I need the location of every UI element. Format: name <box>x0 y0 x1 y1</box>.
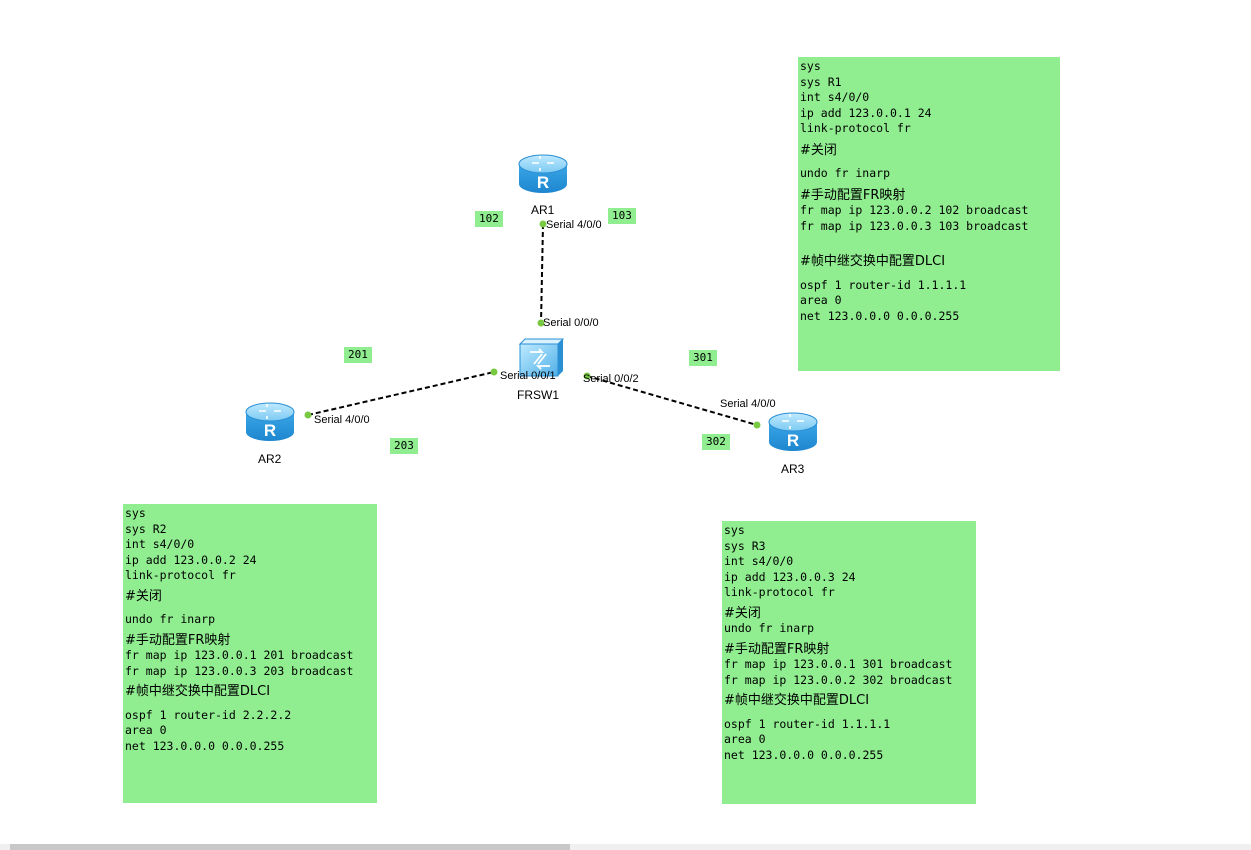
link-ar1-frsw1[interactable] <box>540 223 544 324</box>
config-comment: #关闭 <box>125 588 162 604</box>
config-line: link-protocol fr <box>800 121 911 135</box>
dlci-label-102[interactable]: 102 <box>475 211 503 227</box>
config-line: area 0 <box>125 723 167 737</box>
svg-text:R: R <box>537 173 549 192</box>
port-dot-frsw-s002 <box>583 372 591 380</box>
port-dot-ar3-s400 <box>753 421 761 429</box>
config-line: link-protocol fr <box>125 568 236 582</box>
svg-text:R: R <box>787 431 799 450</box>
scrollbar-thumb[interactable] <box>10 844 570 850</box>
port-dot-ar1-s400 <box>539 220 547 228</box>
config-line: sys <box>125 506 146 520</box>
device-name-ar1: AR1 <box>531 203 555 217</box>
config-line: fr map ip 123.0.0.1 301 broadcast <box>724 657 953 671</box>
config-comment: #手动配置FR映射 <box>800 187 906 203</box>
config-line: area 0 <box>724 732 766 746</box>
device-name-ar3: AR3 <box>781 462 805 476</box>
port-label-ar2-s400: Serial 4/0/0 <box>314 414 370 426</box>
config-line: fr map ip 123.0.0.2 302 broadcast <box>724 672 953 687</box>
config-line: sys R3 <box>724 538 766 553</box>
config-line: net 123.0.0.0 0.0.0.255 <box>800 308 960 323</box>
config-line: int s4/0/0 <box>125 537 195 551</box>
device-name-ar2: AR2 <box>258 452 282 466</box>
port-dot-ar2-s400 <box>304 411 312 419</box>
dlci-label-203[interactable]: 203 <box>390 438 418 454</box>
config-line: ip add 123.0.0.1 24 <box>800 105 932 120</box>
port-label-ar3-s400: Serial 4/0/0 <box>720 398 776 410</box>
config-comment: #手动配置FR映射 <box>125 632 231 648</box>
config-line: net 123.0.0.0 0.0.0.255 <box>125 738 285 753</box>
frame-relay-switch-icon[interactable] <box>518 338 565 377</box>
dlci-label-301[interactable]: 301 <box>689 350 717 366</box>
config-note-r2[interactable]: sys sys R2 int s4/0/0 ip add 123.0.0.2 2… <box>123 504 377 803</box>
config-line: ospf 1 router-id 1.1.1.1 <box>800 277 967 292</box>
config-line: undo fr inarp <box>125 612 216 626</box>
config-comment: #关闭 <box>724 605 761 621</box>
port-label-frsw-s000: Serial 0/0/0 <box>543 317 599 329</box>
router-icon[interactable]: R <box>768 412 818 451</box>
config-line: sys <box>800 59 821 73</box>
config-line: fr map ip 123.0.0.1 201 broadcast <box>125 648 354 662</box>
svg-text:R: R <box>264 421 276 440</box>
config-comment: #手动配置FR映射 <box>724 641 830 657</box>
config-line: int s4/0/0 <box>724 554 794 568</box>
config-comment: #帧中继交换中配置DLCI <box>125 684 271 699</box>
dlci-label-103[interactable]: 103 <box>608 208 636 224</box>
config-line: sys R1 <box>800 74 842 89</box>
config-line: area 0 <box>800 293 842 307</box>
port-label-ar1-s400: Serial 4/0/0 <box>546 219 602 231</box>
device-name-frsw1: FRSW1 <box>517 388 559 402</box>
config-line: undo fr inarp <box>724 621 815 635</box>
port-label-frsw-s002: Serial 0/0/2 <box>583 373 639 385</box>
dlci-label-302[interactable]: 302 <box>702 434 730 450</box>
config-comment: #关闭 <box>800 142 837 158</box>
config-line: ospf 1 router-id 1.1.1.1 <box>724 716 891 731</box>
link-ar3-frsw1[interactable] <box>586 375 758 426</box>
dlci-label-201[interactable]: 201 <box>344 347 372 363</box>
router-icon[interactable]: R <box>245 402 295 441</box>
config-line: fr map ip 123.0.0.3 203 broadcast <box>125 663 354 678</box>
config-note-r3[interactable]: sys sys R3 int s4/0/0 ip add 123.0.0.3 2… <box>722 521 976 804</box>
config-line: fr map ip 123.0.0.3 103 broadcast <box>800 218 1029 233</box>
config-line: sys <box>724 523 745 537</box>
config-line: ip add 123.0.0.2 24 <box>125 552 257 567</box>
horizontal-scrollbar[interactable] <box>0 844 1251 850</box>
port-dot-frsw-s000 <box>537 319 545 327</box>
config-comment: #帧中继交换中配置DLCI <box>800 254 946 269</box>
config-line: net 123.0.0.0 0.0.0.255 <box>724 747 884 762</box>
config-comment: #帧中继交换中配置DLCI <box>724 693 870 708</box>
router-icon[interactable]: R <box>518 154 568 193</box>
config-line: link-protocol fr <box>724 585 835 599</box>
config-line: ospf 1 router-id 2.2.2.2 <box>125 707 292 722</box>
config-line: fr map ip 123.0.0.2 102 broadcast <box>800 203 1029 217</box>
config-line: undo fr inarp <box>800 166 891 180</box>
config-line: int s4/0/0 <box>800 90 870 104</box>
port-dot-frsw-s001 <box>490 368 498 376</box>
link-ar2-frsw1[interactable] <box>307 371 495 416</box>
port-label-frsw-s001: Serial 0/0/1 <box>500 370 556 382</box>
config-line: sys R2 <box>125 521 167 536</box>
config-line: ip add 123.0.0.3 24 <box>724 569 856 584</box>
config-note-r1[interactable]: sys sys R1 int s4/0/0 ip add 123.0.0.1 2… <box>798 57 1060 371</box>
